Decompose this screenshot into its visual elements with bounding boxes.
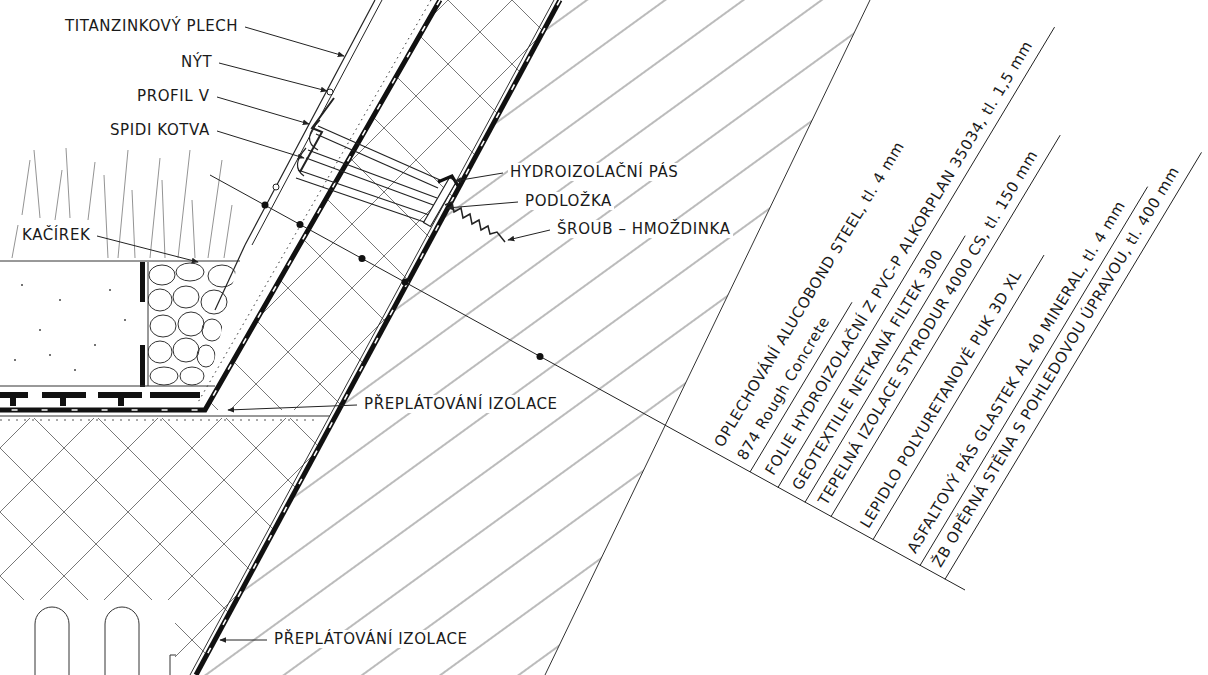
layer-separator	[750, 302, 852, 472]
part-label: TITANZINKOVÝ PLECH	[63, 17, 240, 35]
sheet-metal	[245, 0, 375, 245]
support-pads	[0, 392, 200, 406]
part-label: PROFIL V	[135, 87, 212, 105]
soil-dots	[14, 284, 126, 371]
part-label: HYDROIZOLAČNÍ PÁS	[508, 163, 680, 181]
rivet	[327, 89, 333, 95]
leader-dots	[262, 202, 544, 361]
gravel-edge	[148, 262, 149, 386]
drain-pipes	[35, 607, 139, 675]
part-label: ŠROUB – HMOŽDINKA	[555, 220, 733, 238]
planter-wall	[140, 262, 145, 302]
planter-wall	[140, 345, 145, 387]
drain-area	[0, 600, 175, 675]
part-label: NÝT	[179, 53, 214, 71]
layer-line	[0, 420, 320, 421]
screw-dowel	[445, 202, 505, 242]
part-label: PŘEPLÁTOVÁNÍ IZOLACE	[362, 395, 560, 413]
rivet	[273, 184, 279, 190]
sheet-metal	[215, 245, 245, 310]
leader-lines	[97, 27, 550, 640]
insulation-hatch	[205, 0, 560, 410]
part-label: PŘEPLÁTOVÁNÍ IZOLACE	[272, 630, 470, 648]
drain-edge	[170, 655, 176, 675]
grass	[12, 148, 232, 258]
gravel	[148, 263, 236, 385]
adhesive-line	[190, 0, 554, 675]
terrain-line	[0, 261, 240, 262]
layer-separator	[873, 255, 1044, 540]
wall-back-line	[545, 0, 870, 675]
part-label: KAČÍREK	[20, 226, 92, 244]
geotextile-line	[197, 0, 431, 404]
layer-line	[0, 416, 330, 417]
spidi-anchor	[296, 120, 440, 224]
part-label: PODLOŽKA	[523, 192, 614, 210]
layer-line	[0, 386, 215, 387]
part-label: SPIDI KOTVA	[108, 121, 212, 139]
concrete-hatch	[196, 0, 870, 675]
